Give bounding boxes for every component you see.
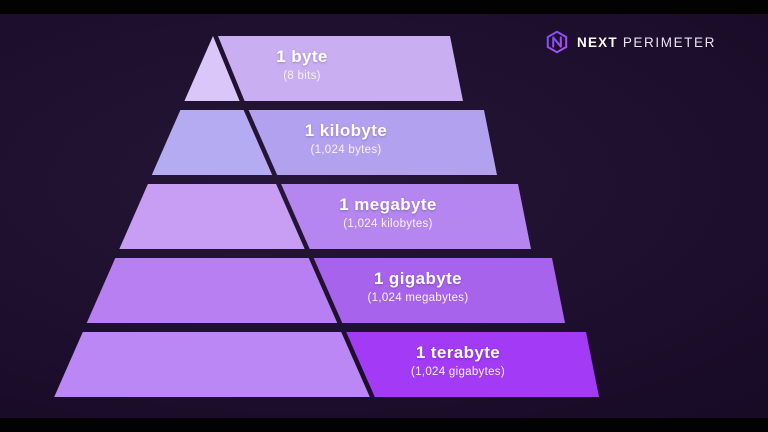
tier-title: 1 megabyte	[339, 195, 437, 214]
tier-label-byte: 1 byte (8 bits)	[182, 47, 422, 83]
tier-label-terabyte: 1 terabyte (1,024 gigabytes)	[338, 343, 578, 379]
tier-title: 1 byte	[276, 47, 328, 66]
pyramid-tier-terabyte	[54, 332, 599, 397]
tier-label-gigabyte: 1 gigabyte (1,024 megabytes)	[298, 269, 538, 305]
tier-banner	[281, 184, 531, 249]
letterbox-top	[0, 0, 768, 14]
tier-slice	[151, 110, 273, 175]
tier-subtitle: (1,024 kilobytes)	[343, 218, 433, 230]
tier-title: 1 terabyte	[415, 343, 501, 362]
pyramid-tier-megabyte	[119, 184, 531, 249]
tier-banner	[248, 110, 497, 175]
brand-name-light: PERIMETER	[622, 34, 716, 50]
tier-banner	[218, 36, 463, 101]
tier-label-kilobyte: 1 kilobyte (1,024 bytes)	[226, 121, 466, 157]
tier-slice	[86, 258, 338, 323]
tier-slice	[54, 332, 370, 397]
tier-subtitle: (1,024 bytes)	[310, 144, 382, 156]
pyramid-tier-kilobyte	[151, 110, 497, 175]
tier-subtitle: (1,024 gigabytes)	[411, 366, 505, 378]
letterbox-bottom	[0, 418, 768, 432]
tier-title: 1 kilobyte	[304, 121, 388, 140]
tier-subtitle: (1,024 megabytes)	[367, 292, 469, 304]
tier-slice	[184, 36, 240, 101]
tier-title: 1 gigabyte	[373, 269, 463, 288]
tier-label-megabyte: 1 megabyte (1,024 kilobytes)	[268, 195, 508, 231]
brand-name-bold: NEXT	[577, 34, 618, 50]
tier-banner	[346, 332, 599, 397]
pyramid-tier-gigabyte	[86, 258, 565, 323]
pyramid-tier-byte	[184, 36, 463, 101]
brand-hexagon-icon	[546, 30, 568, 54]
tier-banner	[313, 258, 565, 323]
tier-subtitle: (8 bits)	[283, 70, 321, 82]
tier-slice	[119, 184, 305, 249]
